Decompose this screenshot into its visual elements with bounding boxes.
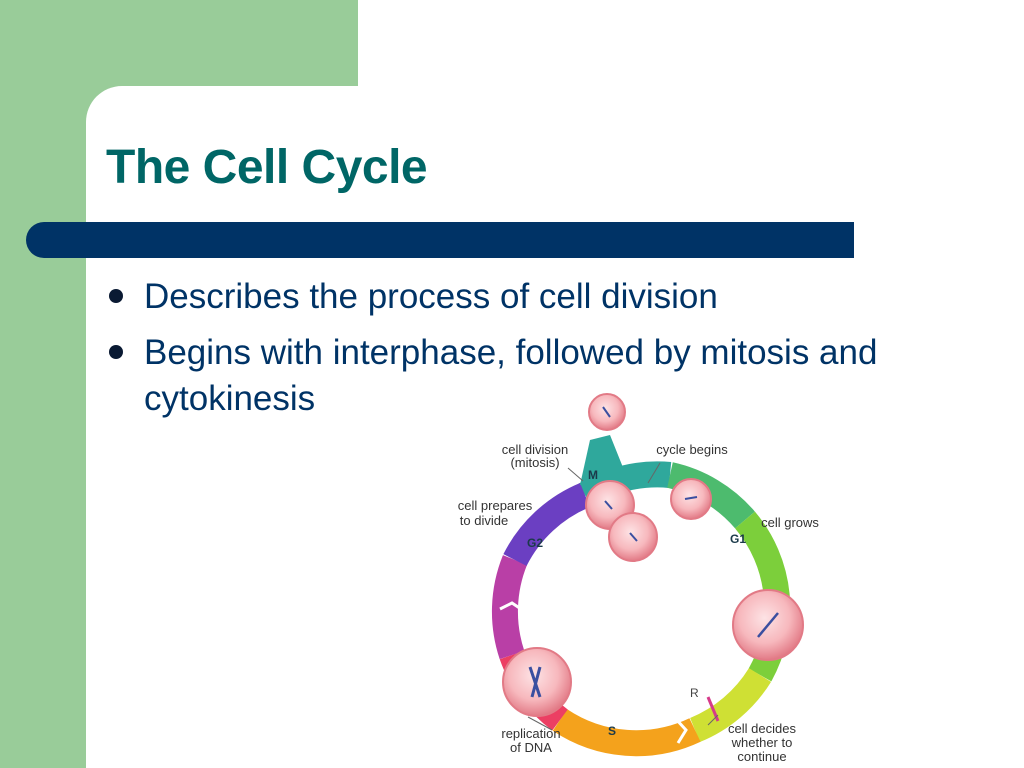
ring-divider (499, 601, 525, 613)
title-rule-bar (26, 222, 854, 258)
phase-label-g2: G2 (527, 536, 543, 550)
phase-label-m: M (588, 468, 598, 482)
callout-pointer (647, 462, 661, 484)
callout-pointer (567, 467, 584, 482)
callout-cell-division: cell division (502, 442, 568, 457)
callout-cell-grows: cell grows (761, 515, 819, 530)
callout-continue: continue (737, 749, 786, 764)
cell-early-g1 (670, 478, 712, 520)
bullet-text: Describes the process of cell division (144, 277, 718, 316)
phase-label-s: S (608, 724, 616, 738)
callout-pointer (527, 716, 553, 731)
cell-s-phase (502, 647, 572, 717)
checkpoint-label-r: R (690, 686, 699, 700)
bullet-dot-icon (109, 345, 123, 359)
ring-segment-g1-top (666, 462, 755, 529)
bullet-item: Begins with interphase, followed by mito… (106, 330, 946, 422)
callout-mitosis: (mitosis) (510, 455, 559, 470)
bullet-list: Describes the process of cell division B… (106, 274, 946, 432)
slide-title: The Cell Cycle (106, 141, 428, 194)
ring-segment-g2 (503, 482, 591, 567)
cell-large-g1 (732, 589, 804, 661)
phase-label-g1: G1 (730, 532, 746, 546)
callout-whether-to: whether to (731, 735, 793, 750)
ring-segment-late-g1 (689, 667, 772, 743)
cell-dividing (585, 480, 658, 562)
m-phase-tab (580, 435, 630, 485)
callout-cell-decides: cell decides (728, 721, 796, 736)
cell-cycle-diagram: M G1 S G2 R cell division (mitosis) cycl… (458, 393, 819, 764)
callout-cycle-begins: cycle begins (656, 442, 728, 457)
cell-top (588, 393, 626, 431)
callout-cell-prepares: cell prepares (458, 498, 533, 513)
ring-divider (673, 716, 688, 744)
callout-to-divide: to divide (460, 513, 508, 528)
ring-segment-s (552, 709, 701, 757)
bullet-item: Describes the process of cell division (106, 274, 946, 320)
callout-replication: replication (501, 726, 560, 741)
callout-of-dna: of DNA (510, 740, 552, 755)
bullet-dot-icon (109, 289, 123, 303)
bullet-text: Begins with interphase, followed by mito… (144, 333, 878, 418)
callout-pointer (707, 714, 719, 726)
ring-segment-g2-low (491, 555, 528, 660)
